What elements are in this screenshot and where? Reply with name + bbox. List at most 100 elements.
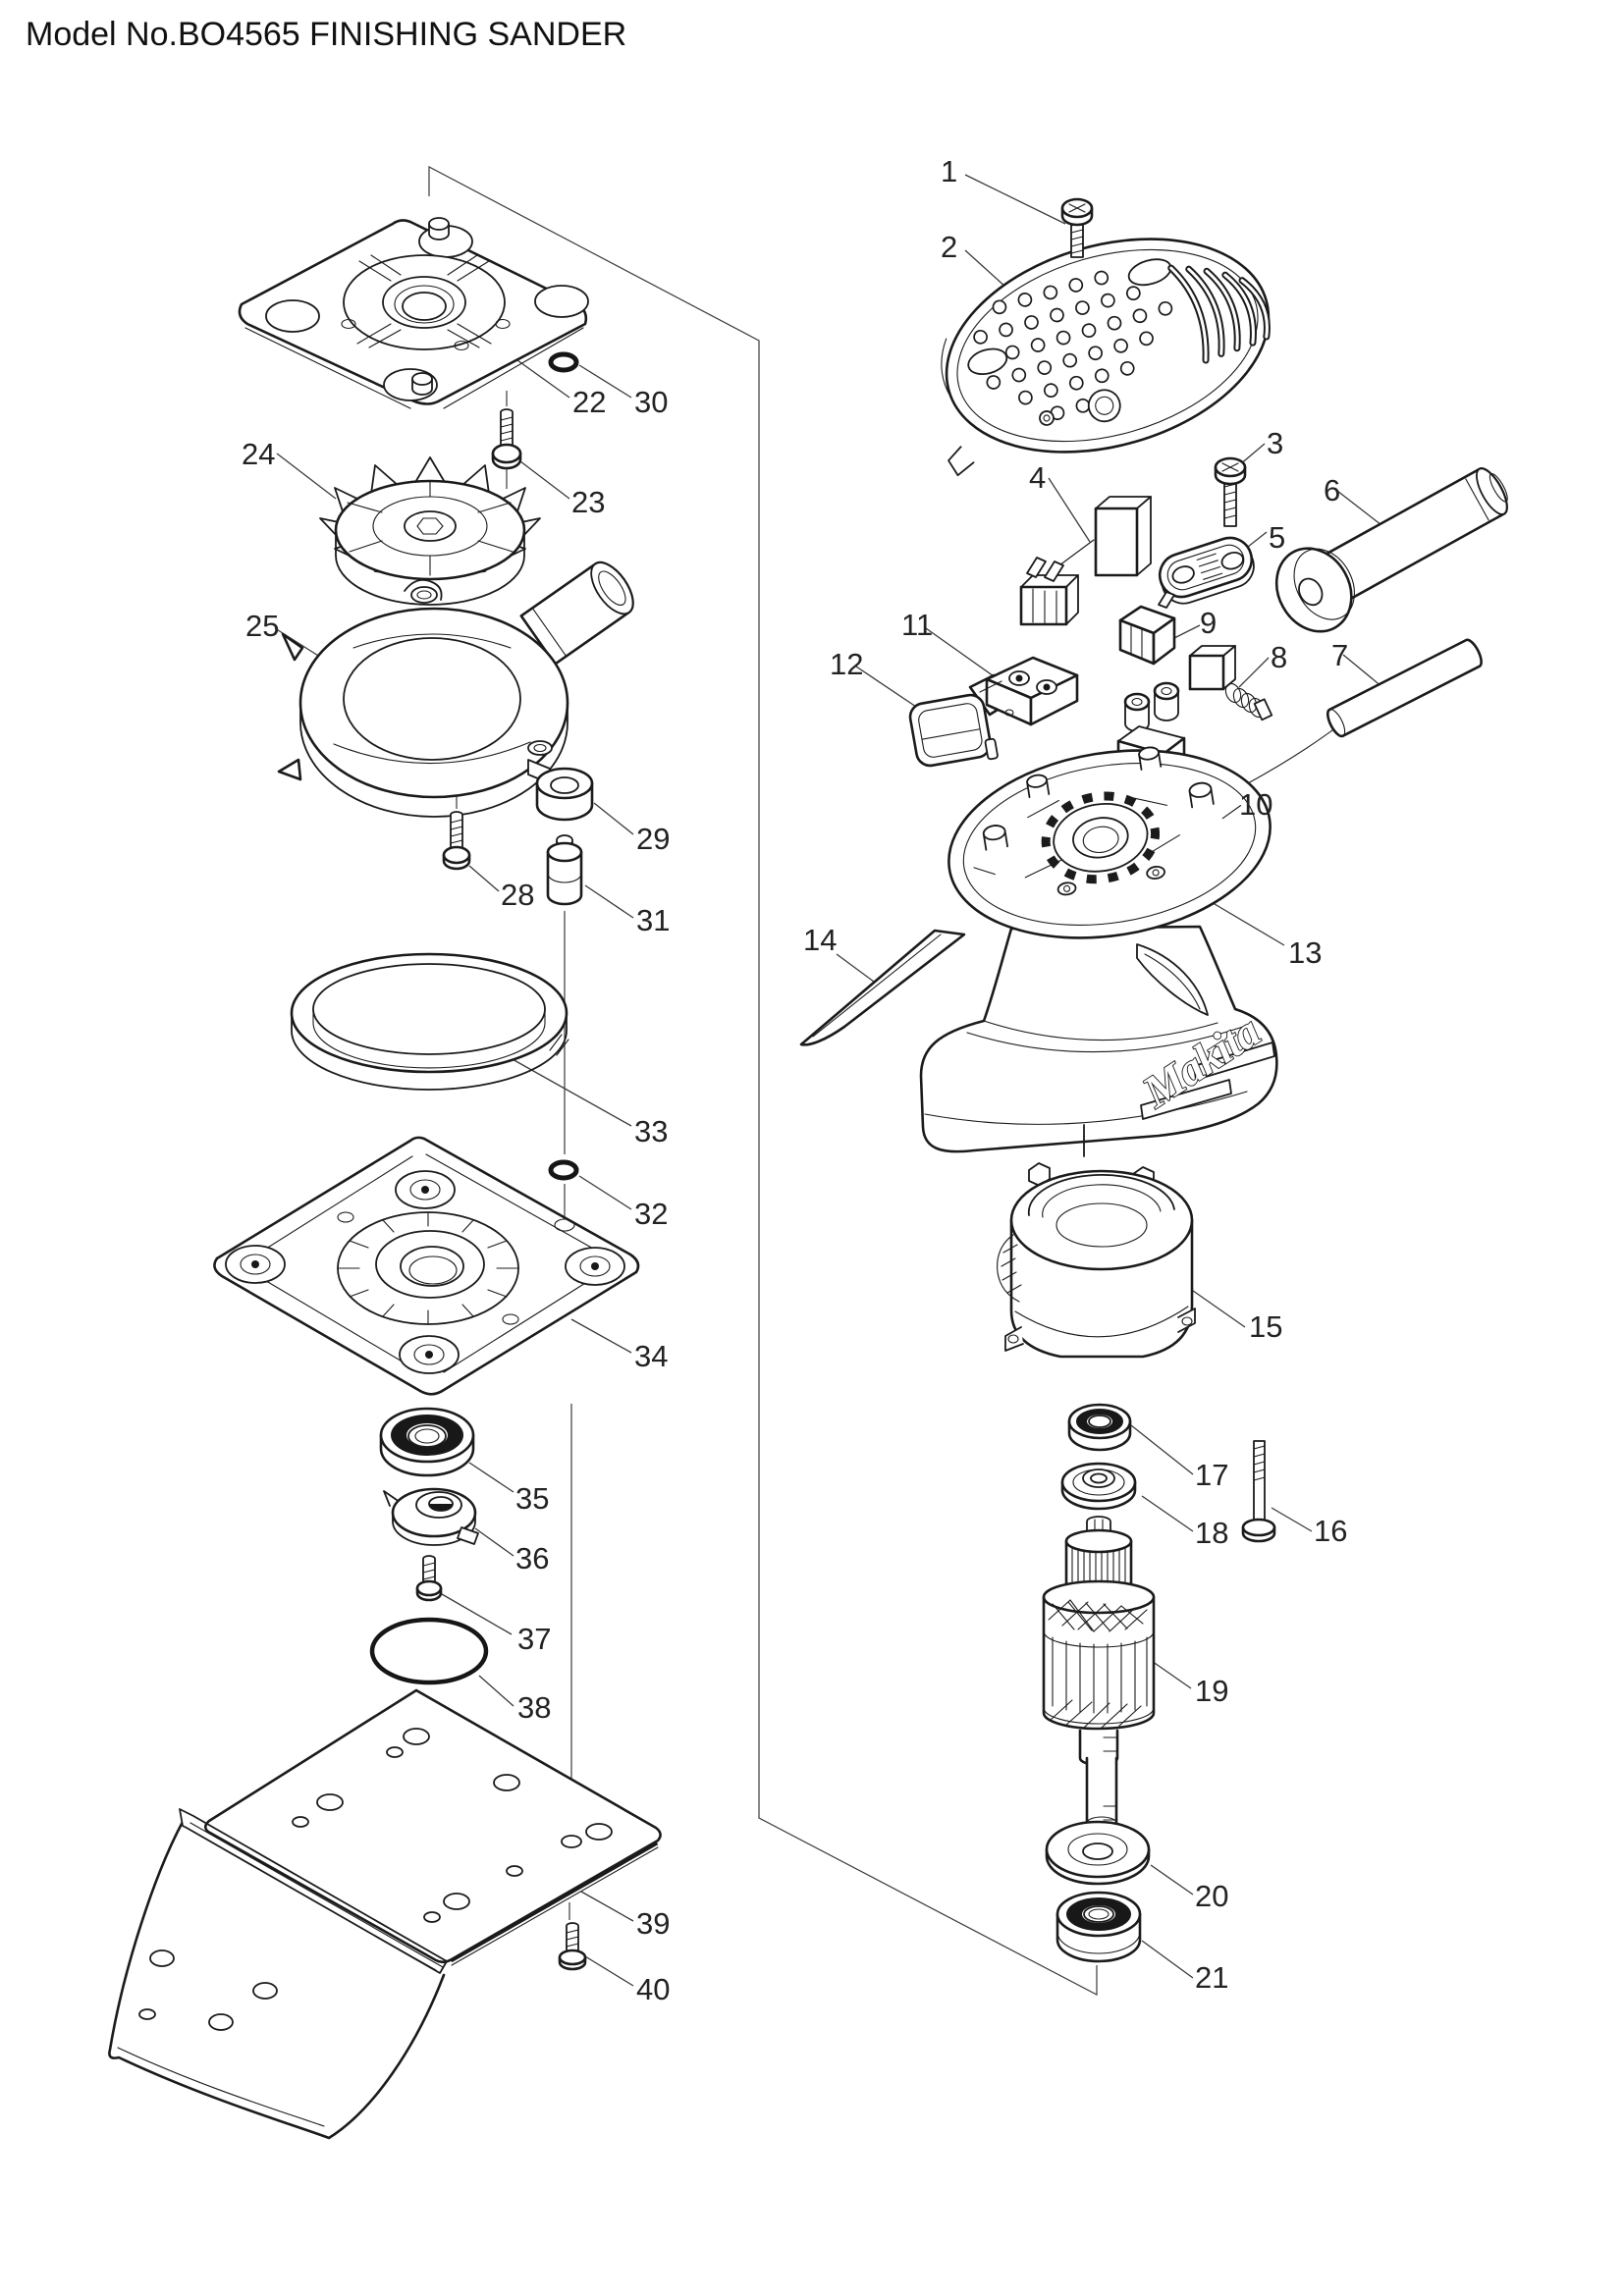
part-9-terminal: [1118, 591, 1176, 666]
label-39: 39: [636, 1906, 670, 1941]
part-3-screw: [1214, 456, 1247, 527]
vent-slot: [1140, 1079, 1232, 1120]
rib-spokes: [356, 254, 492, 348]
label-30: 30: [634, 385, 668, 419]
page-title: Model No.BO4565 FINISHING SANDER: [26, 16, 626, 53]
part-28-screw: [442, 811, 471, 871]
label-37: 37: [517, 1622, 551, 1656]
label-33: 33: [634, 1114, 668, 1148]
part-15-field-stator: [997, 1162, 1196, 1359]
part-24-fan: [319, 456, 541, 606]
label-13: 13: [1288, 935, 1322, 970]
fan-web-lines: [347, 480, 514, 576]
cover-vent-slots: [1167, 264, 1271, 364]
d-bore: [429, 1504, 453, 1511]
part-18-insulation-washer: [1060, 1462, 1137, 1511]
mount-ear: [1004, 1326, 1024, 1352]
ring-split: [549, 1034, 569, 1056]
label-15: 15: [1249, 1309, 1282, 1344]
part-29-spacer-sleeve: [535, 767, 594, 822]
part-25-fan-housing-cover: [277, 561, 634, 818]
mount-ear: [1177, 1308, 1196, 1333]
clamp-grille: [1196, 553, 1223, 580]
boss-ribs: [337, 1211, 519, 1325]
label-35: 35: [515, 1481, 549, 1516]
label-34: 34: [634, 1339, 668, 1373]
part-14-wedge: [799, 929, 966, 1046]
label-2: 2: [941, 230, 957, 264]
label-40: 40: [636, 1972, 670, 2006]
bearing-seal: [391, 1415, 463, 1456]
label-22: 22: [572, 385, 606, 419]
part-20-flat-washer: [1045, 1820, 1151, 1886]
label-21: 21: [1195, 1960, 1228, 1995]
label-3: 3: [1267, 426, 1283, 460]
part-31-pin: [546, 834, 583, 906]
label-5: 5: [1269, 520, 1285, 555]
label-20: 20: [1195, 1879, 1228, 1913]
label-12: 12: [830, 647, 863, 681]
bearing-seal: [1066, 1897, 1131, 1931]
air-scoop: [1136, 943, 1209, 1016]
label-19: 19: [1195, 1674, 1228, 1708]
part-23-screw: [491, 408, 522, 470]
label-17: 17: [1195, 1458, 1228, 1492]
part-number-labels: 1 2 3 4 5 6 7 8 9 10 11 12 13 14 15 16 1…: [242, 154, 1348, 2006]
label-25: 25: [245, 609, 279, 643]
label-36: 36: [515, 1541, 549, 1575]
part-1-screw: [1060, 197, 1094, 258]
spade-terminal-icon: [1044, 561, 1064, 582]
phillips-slot-icon: [1221, 462, 1239, 472]
gear-boss: [1041, 791, 1161, 884]
part-35-ball-bearing: [379, 1407, 475, 1477]
core-slots: [1052, 1636, 1148, 1714]
part-5-cord-clamp: [1158, 536, 1255, 605]
part-39-base-pad: [108, 1688, 662, 2140]
bearing-seal: [1076, 1409, 1123, 1434]
label-8: 8: [1271, 640, 1287, 674]
part-6-grip: [1274, 467, 1508, 633]
part-34-bearing-housing: [213, 1136, 640, 1396]
part-8-carbon-brush: [1188, 645, 1273, 721]
label-4: 4: [1029, 460, 1046, 495]
part-11-switch: [968, 656, 1079, 726]
part-17-ball-bearing: [1067, 1403, 1132, 1452]
label-31: 31: [636, 903, 670, 937]
label-11: 11: [901, 608, 933, 642]
winding-hatch: [1048, 1599, 1148, 1729]
label-9: 9: [1200, 606, 1217, 640]
cover-center-screw-hole: [1087, 389, 1121, 423]
spade-terminal-icon: [1026, 557, 1047, 578]
label-24: 24: [242, 437, 275, 471]
part-33-sealing-ring: [290, 952, 569, 1091]
label-1: 1: [941, 154, 957, 188]
label-29: 29: [636, 822, 670, 856]
part-32-o-ring: [548, 1159, 579, 1181]
label-18: 18: [1195, 1516, 1228, 1550]
part-22-bearing-box: [238, 217, 589, 409]
cover-oval-vent-left: [967, 347, 1008, 376]
label-10: 10: [1239, 787, 1272, 822]
label-23: 23: [571, 485, 605, 519]
label-6: 6: [1324, 473, 1340, 507]
phillips-slot-icon: [1068, 203, 1086, 213]
part-16-screw: [1241, 1440, 1276, 1543]
part-12-switch-cover: [908, 693, 999, 768]
part-4-capacitor: [1019, 496, 1152, 626]
label-32: 32: [634, 1197, 668, 1231]
part-2-housing-cover: [941, 238, 1271, 477]
part-38-o-ring: [369, 1617, 489, 1685]
part-19-armature: [1042, 1516, 1156, 1831]
part-13-housing: Makita: [919, 746, 1278, 1157]
part-37-screw: [415, 1555, 443, 1602]
label-7: 7: [1331, 638, 1348, 672]
vent-slot: [1193, 1041, 1275, 1081]
part-30-o-ring: [548, 351, 579, 373]
part-21-ball-bearing: [1056, 1891, 1142, 1963]
label-14: 14: [803, 923, 837, 957]
assembly-bracket-line: [428, 166, 1098, 1996]
label-28: 28: [501, 878, 534, 912]
part-36-balancer: [383, 1487, 479, 1546]
